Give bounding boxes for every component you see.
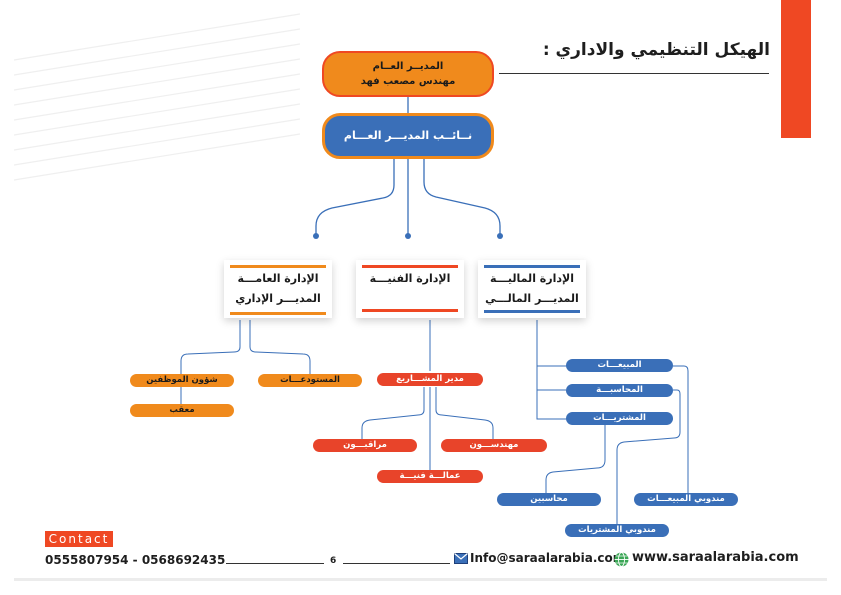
general-manager-name: مهندس مصعب فهد [360,76,456,87]
technical-labor-unit: عمالـــة فنيـــة [377,470,483,483]
deputy-manager-label: نــائــب المديـــر العـــام [343,129,473,142]
admin-department-manager: المديـــر الإداري [235,292,321,305]
technical-department-name: الإدارة الفنيـــة [369,272,451,285]
financial-department-label: الإدارة الماليـــة المديـــر المالـــي [478,269,586,309]
page-title: الهيكل التنظيمي والاداري : [542,40,770,60]
admin-department-name: الإدارة العامـــة [237,272,319,285]
bottom-band [14,578,827,581]
admin-department-topline [230,265,326,268]
envelope-icon [454,553,468,564]
technical-department-card [356,260,464,318]
financial-department-card [478,260,586,318]
accountants-unit: محاسبين [497,493,601,506]
footer-line-right [343,563,450,564]
sales-reps-unit: مندوبي المبيعـــات [634,493,738,506]
technical-department-bottomline [362,309,458,312]
title-underline [499,73,769,74]
accounting-unit: المحاسبـــة [566,384,673,397]
follow-up-unit: معقب [130,404,234,417]
financial-department-topline [484,265,580,268]
page-number: 6 [330,556,337,566]
admin-department-label: الإدارة العامـــة المديـــر الإداري [224,269,332,309]
supervisors-unit: مراقبـــون [313,439,417,452]
admin-department-card [224,260,332,318]
email-link[interactable]: Info@saraalarabia.com [470,551,626,565]
purchasing-unit: المشتريـــات [566,412,673,425]
website-link[interactable]: www.saraalarabia.com [632,550,799,565]
purchasing-reps-unit: مندوبي المشتريات [565,524,669,537]
phone-numbers: 0555807954 - 0568692435 [45,553,226,567]
financial-department-bottomline [484,310,580,313]
engineers-unit: مهندســـون [441,439,547,452]
footer-line-left [226,563,324,564]
general-manager-title: المديــر العــام [372,61,444,72]
technical-department-label: الإدارة الفنيـــة [356,269,464,289]
projects-manager-unit: مدير المشـــاريع [377,373,483,386]
employee-affairs-unit: شؤون الموظفين [130,374,234,387]
globe-icon [614,552,629,567]
technical-department-topline [362,265,458,268]
financial-department-name: الإدارة الماليـــة [489,272,574,285]
accent-bar [781,0,811,138]
warehouses-unit: المستودعـــات [258,374,362,387]
general-manager-box: المديــر العــام مهندس مصعب فهد [322,51,494,97]
financial-department-manager: المديـــر المالـــي [485,292,579,305]
sales-unit: المبيعـــات [566,359,673,372]
deputy-manager-box: نــائــب المديـــر العـــام [322,113,494,159]
contact-label: Contact [45,531,113,547]
admin-department-bottomline [230,312,326,315]
